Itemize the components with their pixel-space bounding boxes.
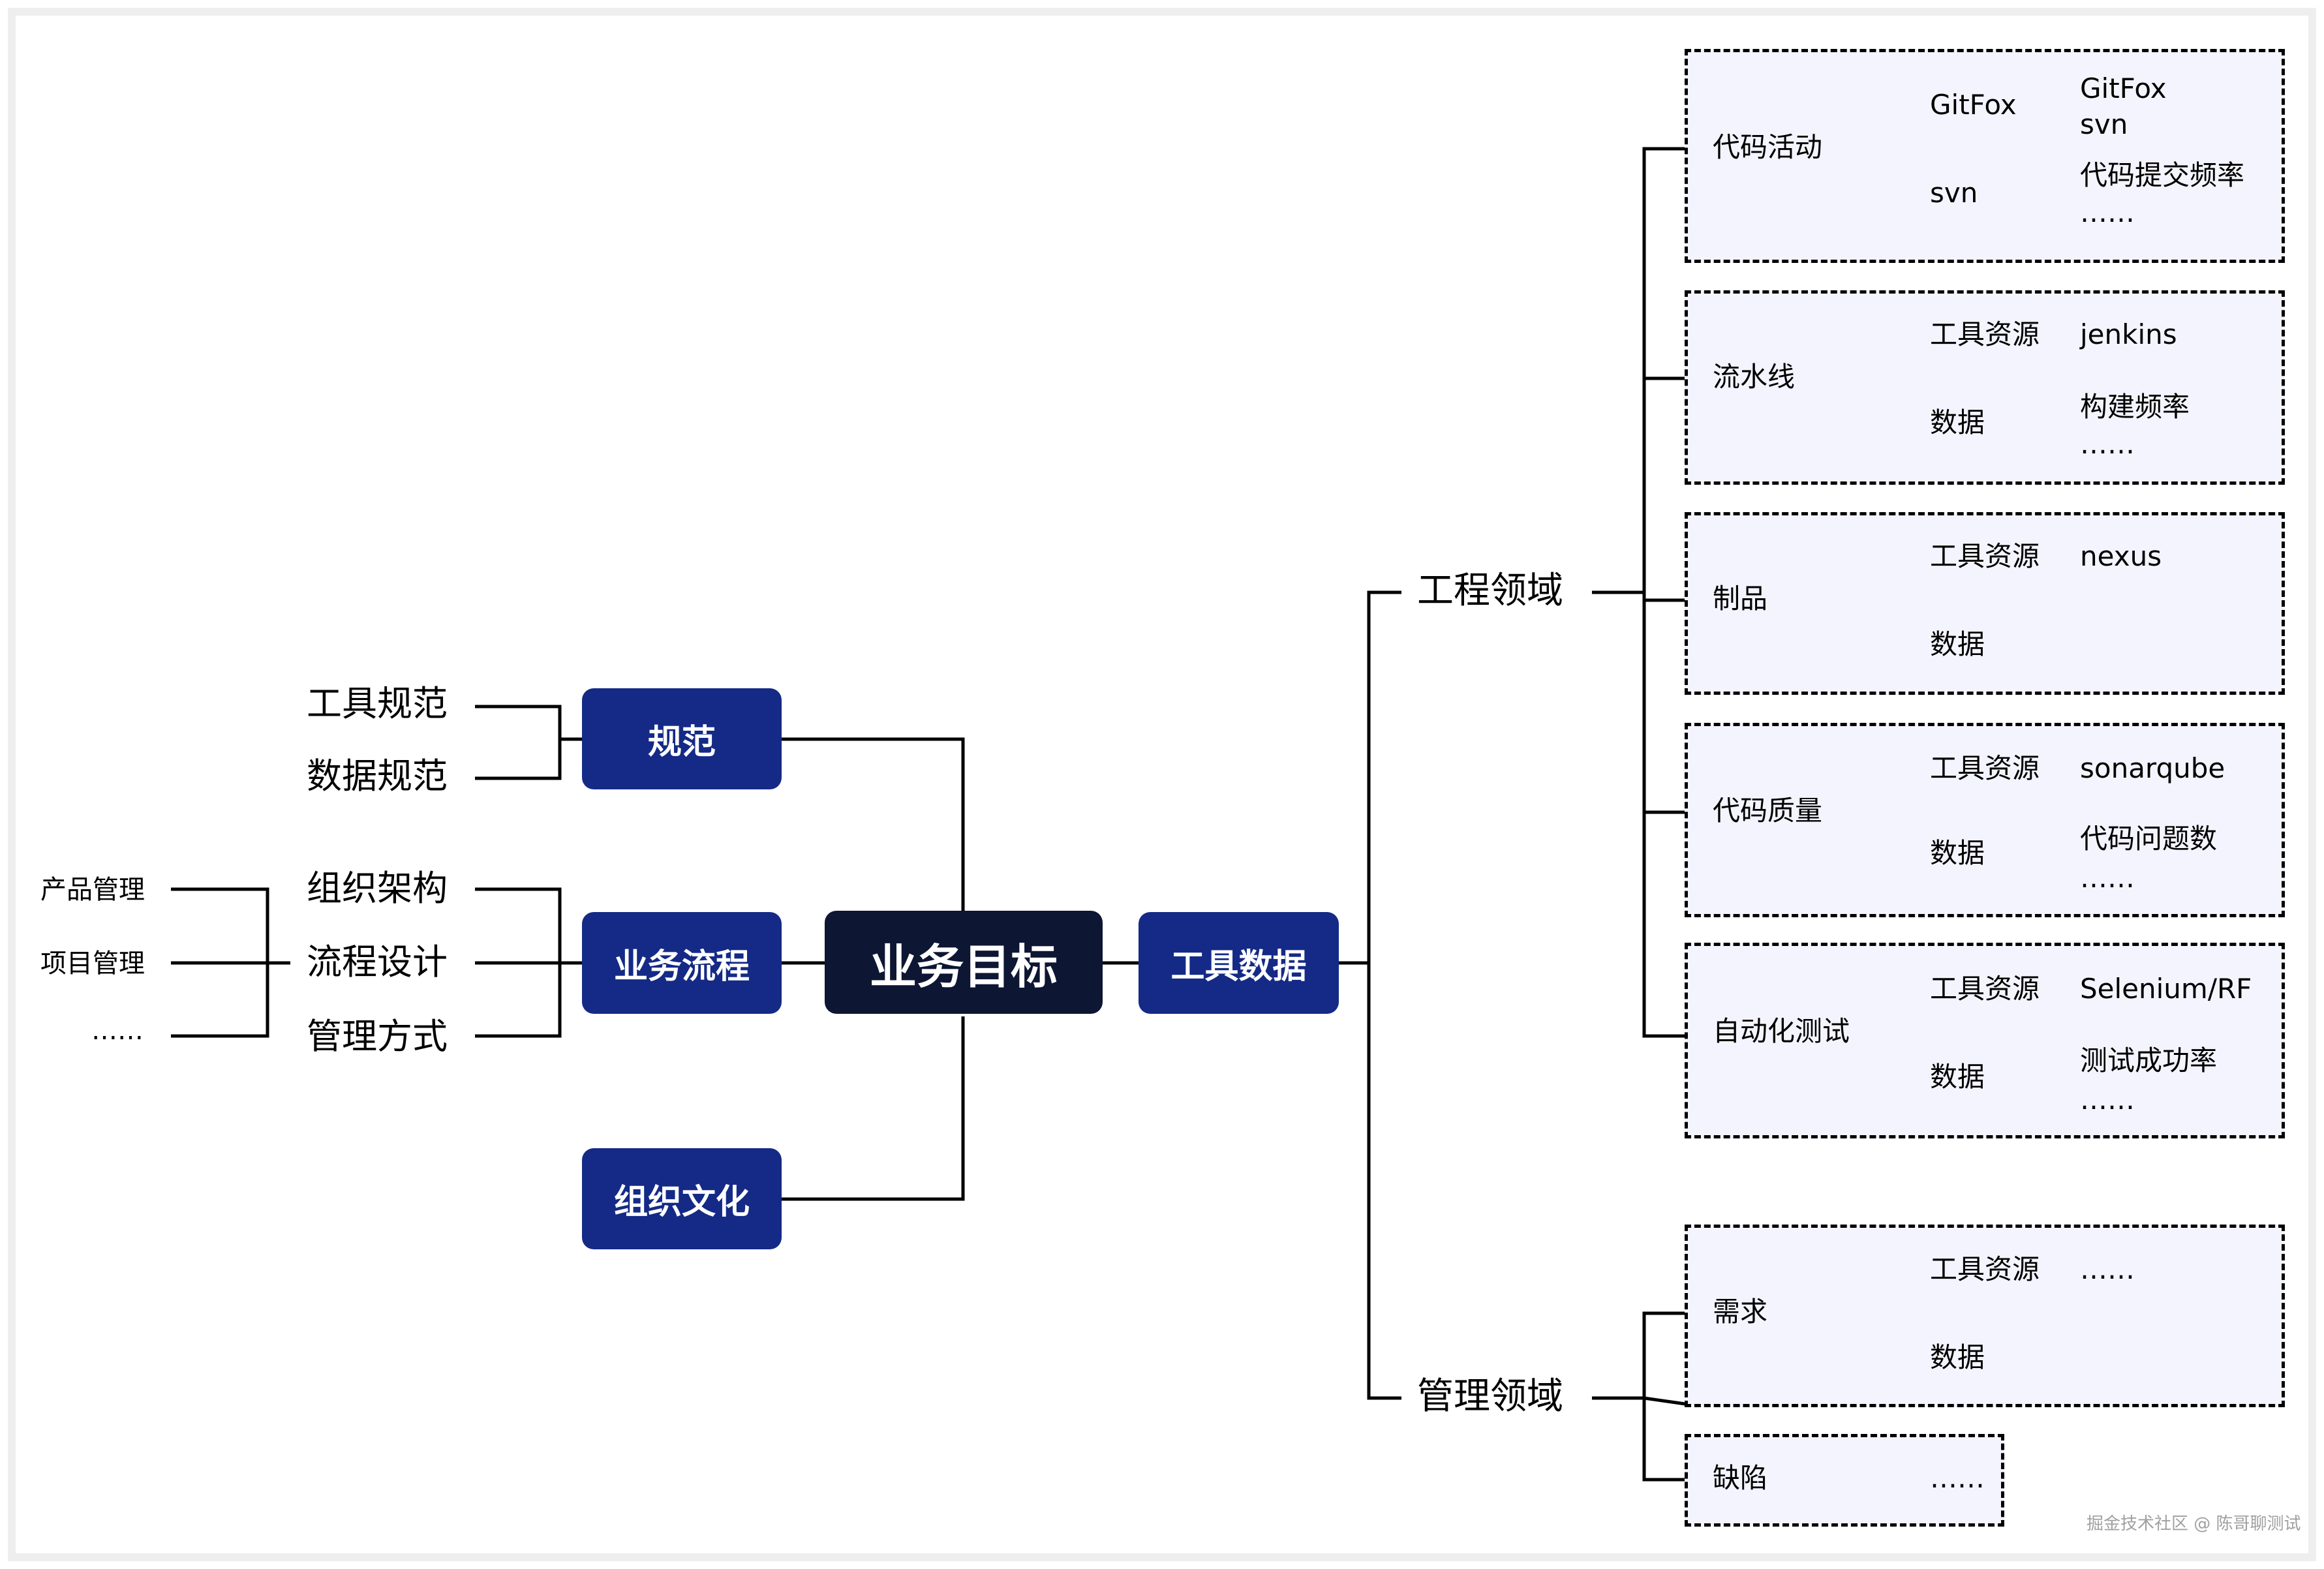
artifact-tool: 工具资源: [1930, 540, 2040, 572]
pipeline-data-more: ……: [2080, 428, 2135, 460]
center-node[interactable]: 业务目标: [825, 911, 1103, 1014]
code-activity-label: 代码活动: [1713, 131, 1823, 163]
defect-value: ……: [1930, 1462, 1985, 1494]
watermark: 掘金技术社区 @ 陈哥聊测试: [2087, 1514, 2301, 1534]
requirement-tool-value: ……: [2080, 1253, 2135, 1285]
requirement-tool: 工具资源: [1930, 1253, 2040, 1285]
autotest-data: 数据: [1930, 1061, 1985, 1093]
sub-item-more: ……: [91, 1016, 144, 1046]
requirement-data: 数据: [1930, 1341, 1985, 1373]
quality-data-issues: 代码问题数: [2080, 823, 2218, 855]
pipeline-tool: 工具资源: [1930, 318, 2040, 350]
tooldata-node[interactable]: 工具数据: [1139, 912, 1339, 1014]
pipeline-tool-value: jenkins: [2080, 318, 2177, 350]
svn-child-commit-freq: 代码提交频率: [2080, 159, 2245, 191]
process-item-design: 流程设计: [307, 941, 448, 983]
process-item-mgmt: 管理方式: [307, 1016, 448, 1057]
artifact-box: [1685, 512, 2285, 695]
requirement-label: 需求: [1713, 1296, 1768, 1328]
pipeline-box: [1685, 290, 2285, 485]
quality-tool: 工具资源: [1930, 752, 2040, 784]
autotest-box: [1685, 943, 2285, 1138]
pipeline-data-build-freq: 构建频率: [2080, 391, 2190, 423]
svn-child-more: ……: [2080, 196, 2135, 228]
artifact-label: 制品: [1713, 583, 1768, 615]
pipeline-data: 数据: [1930, 406, 1985, 438]
quality-data: 数据: [1930, 837, 1985, 869]
code-quality-box: [1685, 723, 2285, 917]
autotest-data-success-rate: 测试成功率: [2080, 1044, 2218, 1076]
norm-node[interactable]: 规范: [582, 688, 782, 789]
sub-item-project: 项目管理: [40, 949, 145, 979]
artifact-data: 数据: [1930, 628, 1985, 660]
defect-box: [1685, 1434, 2004, 1527]
culture-node[interactable]: 组织文化: [582, 1148, 782, 1249]
defect-label: 缺陷: [1713, 1462, 1768, 1494]
sub-item-product: 产品管理: [40, 875, 145, 905]
quality-data-more: ……: [2080, 862, 2135, 894]
management-domain: 管理领域: [1417, 1375, 1563, 1418]
autotest-tool: 工具资源: [1930, 973, 2040, 1005]
artifact-tool-value: nexus: [2080, 540, 2162, 572]
autotest-label: 自动化测试: [1713, 1015, 1850, 1047]
code-svn: svn: [1930, 177, 1978, 209]
autotest-tool-value: Selenium/RF: [2080, 973, 2252, 1005]
norm-item-data: 数据规范: [307, 755, 448, 797]
process-node[interactable]: 业务流程: [582, 912, 782, 1014]
norm-item-tool: 工具规范: [307, 683, 448, 724]
gitfox-child-svn: svn: [2080, 108, 2128, 140]
requirement-box: [1685, 1225, 2285, 1407]
pipeline-label: 流水线: [1713, 361, 1796, 393]
engineering-domain: 工程领域: [1417, 570, 1563, 612]
gitfox-child-gitfox: GitFox: [2080, 72, 2167, 104]
autotest-data-more: ……: [2080, 1084, 2135, 1116]
code-activity-box: [1685, 49, 2285, 263]
quality-label: 代码质量: [1713, 795, 1823, 827]
process-item-org: 组织架构: [307, 868, 448, 909]
quality-tool-value: sonarqube: [2080, 752, 2225, 784]
frame-border: [8, 8, 2316, 1561]
code-gitfox: GitFox: [1930, 89, 2017, 121]
